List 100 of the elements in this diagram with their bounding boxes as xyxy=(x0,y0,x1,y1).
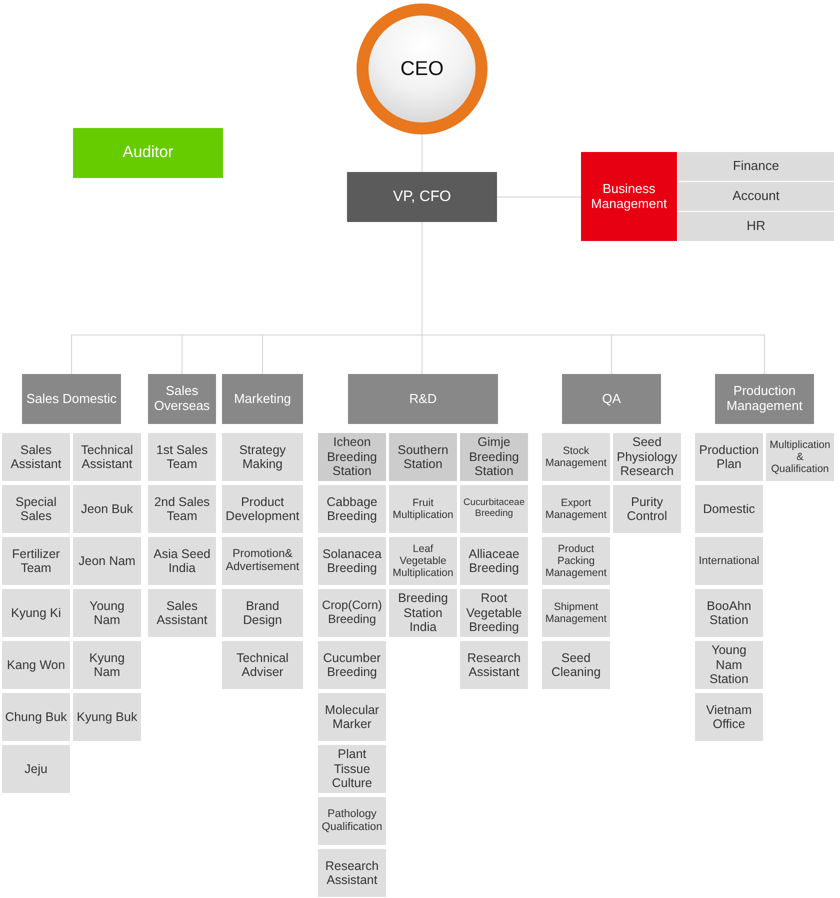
unit-label: Cucumber Breeding xyxy=(322,650,382,680)
unit-label: Alliaceae Breeding xyxy=(468,546,520,576)
team-box xyxy=(2,641,70,689)
connector-line xyxy=(496,196,582,198)
unit-label: BooAhn Station xyxy=(706,598,752,628)
auditor-box xyxy=(73,128,223,178)
division-box xyxy=(581,152,677,241)
team-box xyxy=(318,849,386,897)
team-box xyxy=(222,537,303,585)
department-box xyxy=(22,374,121,424)
station-box xyxy=(460,433,528,481)
unit-label: Southern Station xyxy=(396,442,450,472)
ceo-circle xyxy=(356,3,488,135)
unit-label: International xyxy=(698,554,760,568)
unit-label: Production Plan xyxy=(698,442,760,472)
unit-label: Sales Domestic xyxy=(26,392,117,406)
team-box xyxy=(542,589,610,637)
team-box xyxy=(460,537,528,585)
team-box xyxy=(389,537,457,585)
unit-label: Kyung Buk xyxy=(76,710,138,724)
unit-label: Seed Physiology Research xyxy=(616,435,678,479)
team-box xyxy=(222,641,303,689)
executive-box xyxy=(347,172,497,222)
team-box xyxy=(542,433,610,481)
team-box xyxy=(318,797,386,845)
unit-label: Finance xyxy=(732,159,780,174)
team-box xyxy=(695,485,763,533)
unit-label: Root Vegetable Breeding xyxy=(465,591,523,635)
unit-label: Vietnam Office xyxy=(705,702,753,732)
team-box xyxy=(222,589,303,637)
team-box xyxy=(318,693,386,741)
unit-label: Kyung Nam xyxy=(88,650,126,680)
team-box xyxy=(695,433,763,481)
function-box xyxy=(678,182,834,211)
unit-label: Sales Assistant xyxy=(156,598,208,628)
team-box xyxy=(73,693,141,741)
team-box xyxy=(542,485,610,533)
unit-label: 2nd Sales Team xyxy=(153,494,211,524)
unit-label: Brand Design xyxy=(242,598,283,628)
unit-label: Plant Tissue Culture xyxy=(330,747,374,791)
team-box xyxy=(318,485,386,533)
team-box xyxy=(2,485,70,533)
unit-label: Marketing xyxy=(234,392,292,406)
unit-label: Sales Assistant xyxy=(10,442,62,472)
unit-label: Leaf Vegetable Multiplication xyxy=(392,542,454,580)
unit-label: Chung Buk xyxy=(5,710,67,724)
unit-label: Product Packing Management xyxy=(545,542,607,580)
unit-label: Auditor xyxy=(122,144,174,162)
department-box xyxy=(715,374,814,424)
unit-label: Export Management xyxy=(545,496,607,522)
team-box xyxy=(73,589,141,637)
team-box xyxy=(542,537,610,585)
team-box xyxy=(460,641,528,689)
unit-label: Cucurbitaceae Breeding xyxy=(463,498,525,520)
team-box xyxy=(389,589,457,637)
team-box xyxy=(222,433,303,481)
unit-label: Young Nam xyxy=(88,598,126,628)
unit-label: Stock Management xyxy=(545,444,607,470)
function-box xyxy=(678,152,834,181)
team-box xyxy=(695,693,763,741)
unit-label: Kang Won xyxy=(6,658,66,672)
unit-label: Production Management xyxy=(726,384,804,414)
unit-label: HR xyxy=(746,219,766,234)
unit-label: Cabbage Breeding xyxy=(326,494,378,524)
unit-label: Fruit Multiplication xyxy=(392,496,454,522)
unit-label: Special Sales xyxy=(14,494,58,524)
team-box xyxy=(2,537,70,585)
department-box xyxy=(562,374,661,424)
unit-label: Pathology Qualification xyxy=(321,808,383,834)
team-box xyxy=(148,485,216,533)
team-box xyxy=(73,537,141,585)
unit-label: Multiplication & Qualification xyxy=(769,438,831,476)
team-box xyxy=(460,485,528,533)
team-box xyxy=(2,589,70,637)
unit-label: Young Nam Station xyxy=(708,643,750,687)
unit-label: Solanacea Breeding xyxy=(321,546,383,576)
team-box xyxy=(318,537,386,585)
unit-label: 1st Sales Team xyxy=(155,442,209,472)
function-box xyxy=(678,212,834,241)
department-box xyxy=(222,374,303,424)
team-box xyxy=(695,537,763,585)
team-box xyxy=(148,433,216,481)
unit-label: Asia Seed India xyxy=(152,546,212,576)
unit-label: Seed Cleaning xyxy=(550,650,602,680)
unit-label: Jeon Buk xyxy=(80,502,134,516)
unit-label: VP, CFO xyxy=(392,188,452,206)
unit-label: Icheon Breeding Station xyxy=(326,435,378,479)
unit-label: Purity Control xyxy=(626,494,668,524)
unit-label: Strategy Making xyxy=(238,442,287,472)
unit-label: Business Management xyxy=(590,182,668,212)
team-box xyxy=(542,641,610,689)
unit-label: Crop(Corn) Breeding xyxy=(321,599,383,627)
team-box xyxy=(2,433,70,481)
team-box xyxy=(73,433,141,481)
department-box xyxy=(348,374,498,424)
unit-label: Product Development xyxy=(225,494,300,524)
team-box xyxy=(73,485,141,533)
unit-label: Gimje Breeding Station xyxy=(468,435,520,479)
unit-label: Sales Overseas xyxy=(153,384,211,414)
unit-label: Breeding Station India xyxy=(396,591,450,635)
